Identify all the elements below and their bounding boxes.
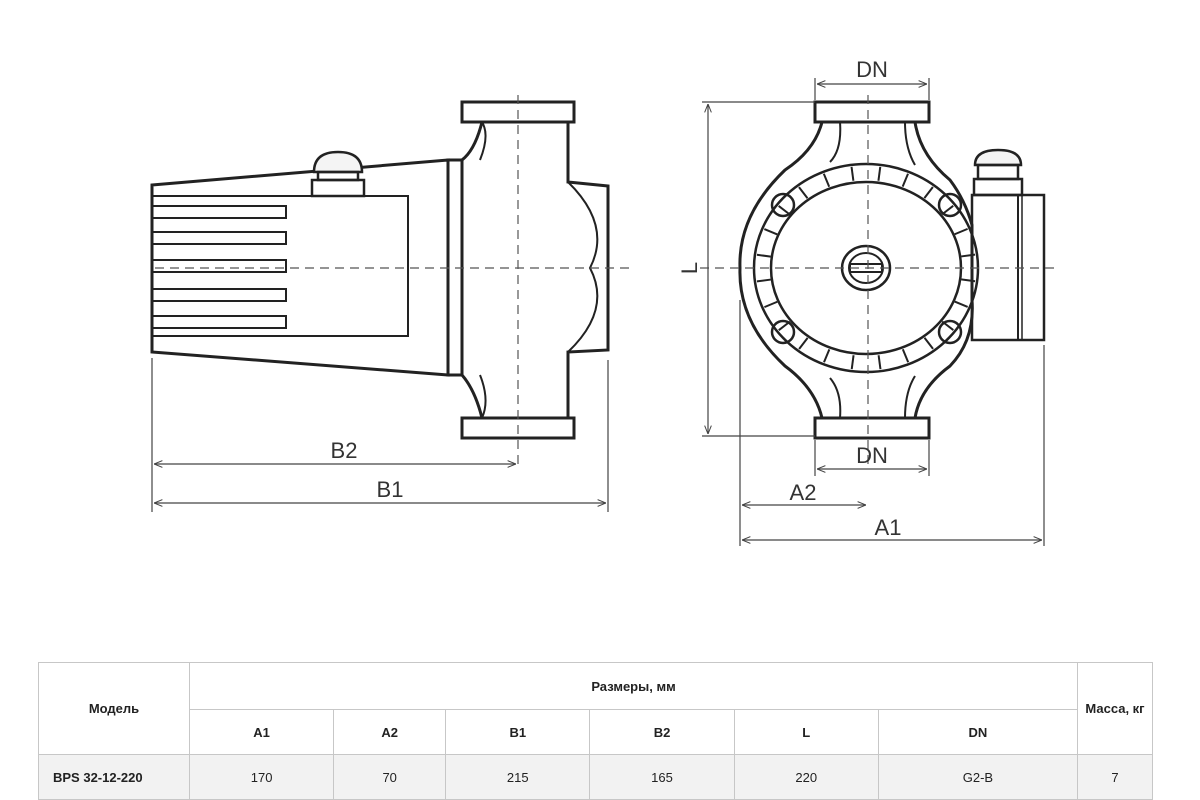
pump-drawing: B2 B1 — [150, 57, 1060, 546]
dim-dn-top-label: DN — [856, 57, 888, 82]
flange-tick — [756, 253, 771, 258]
side-center-lines — [155, 95, 630, 470]
dim-a1-label: A1 — [875, 515, 902, 540]
front-dimensions — [702, 78, 1045, 546]
flange-tick — [756, 278, 771, 283]
flange-tick — [778, 320, 791, 331]
side-view — [150, 100, 610, 440]
dims-header: Размеры, мм — [189, 662, 1078, 710]
dim-b1-label: B1 — [377, 477, 404, 502]
col-header: A1 — [188, 709, 335, 755]
volute-body — [460, 120, 610, 420]
mass-header: Масса, кг — [1077, 662, 1153, 755]
col-header: B1 — [445, 709, 591, 755]
flange-tick — [941, 205, 954, 216]
cable-gland — [310, 150, 366, 198]
flange-tick — [877, 166, 882, 181]
flange-tick — [850, 166, 855, 181]
dim-a2-label: A2 — [790, 480, 817, 505]
table-subheader-row: A1 A2 B1 B2 L DN — [39, 709, 1153, 755]
flange-tick — [763, 228, 778, 236]
value-cell: G2-B — [877, 754, 1079, 800]
front-center-lines — [700, 95, 1060, 470]
flange-tick — [923, 337, 934, 350]
dim-dn-bottom-label: DN — [856, 443, 888, 468]
mass-cell: 7 — [1077, 754, 1153, 800]
table-row: BPS 32-12-220 170 70 215 165 220 G2-B 7 — [38, 754, 1153, 800]
front-flange-top — [813, 100, 931, 124]
col-header: DN — [877, 709, 1079, 755]
side-dimensions — [151, 358, 609, 512]
model-cell: BPS 32-12-220 — [38, 754, 190, 800]
flange-tick — [764, 300, 778, 309]
front-volute — [738, 120, 974, 420]
spec-table: Модель Размеры, мм Масса, кг A1 A2 B1 B2… — [38, 662, 1153, 800]
dim-l-label: L — [677, 262, 702, 274]
flange-tick — [954, 300, 969, 308]
flange-tick — [941, 320, 954, 331]
col-header: B2 — [589, 709, 735, 755]
flange-tick — [877, 355, 882, 370]
flange-tick — [961, 278, 976, 283]
value-cell: 165 — [589, 754, 735, 800]
flange-tick — [901, 173, 909, 188]
value-cell: 70 — [333, 754, 447, 800]
terminal-gland — [972, 148, 1024, 197]
flange-tick — [954, 227, 968, 236]
flange-tick — [822, 173, 831, 188]
flange-tick — [823, 348, 831, 363]
model-header: Модель — [38, 662, 190, 755]
flange-ticks — [756, 166, 976, 370]
col-header: L — [733, 709, 879, 755]
value-cell: 170 — [188, 754, 335, 800]
value-cell: 220 — [733, 754, 879, 800]
front-flange-bottom — [813, 416, 931, 440]
flange-tick — [961, 253, 976, 258]
flange-tick — [901, 348, 910, 363]
table-header-row: Модель Размеры, мм Масса, кг — [38, 662, 1153, 755]
front-view — [738, 100, 1046, 440]
flange-tick — [778, 205, 791, 216]
flange-tick — [798, 337, 809, 350]
col-header: A2 — [333, 709, 447, 755]
flange-tick — [798, 186, 809, 199]
flange-tick — [850, 355, 855, 370]
dim-b2-label: B2 — [331, 438, 358, 463]
flange-tick — [923, 186, 934, 199]
bolt-holes — [770, 192, 963, 345]
cooling-fins — [151, 205, 287, 329]
value-cell: 215 — [445, 754, 591, 800]
